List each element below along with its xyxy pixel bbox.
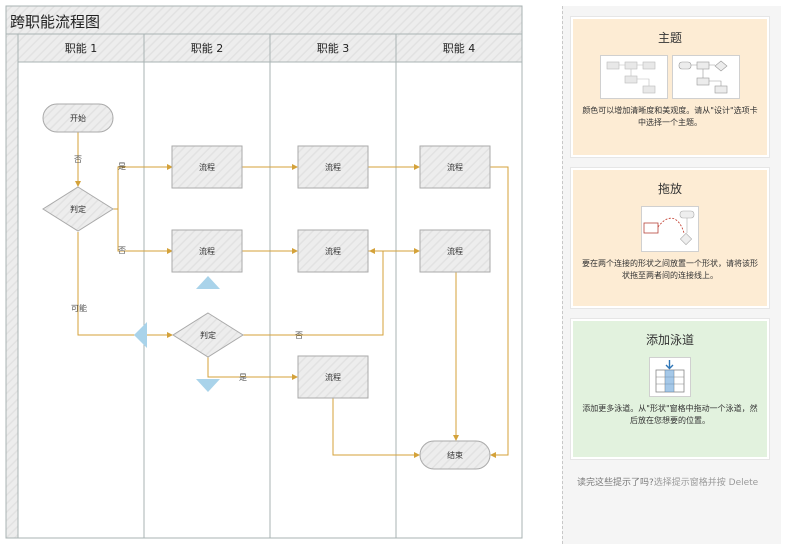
end-node[interactable] [419,440,491,470]
tip-card-lane[interactable]: 添加泳道 添加更多泳道。从"形状"窗格中拖动一个泳道，然后放在您想要的位置。 [571,319,769,459]
cross-functional-flowchart: 跨职能流程图 职能 1 职能 2 职能 3 职能 4 否 是 否 可能 否 是 … [5,5,523,539]
decision-node-2[interactable] [172,312,244,358]
edge-label-maybe: 可能 [71,303,87,313]
lane-header-2[interactable]: 职能 2 [191,41,224,55]
process-node-6[interactable] [419,229,491,273]
tip-card-lane-text: 添加更多泳道。从"形状"窗格中拖动一个泳道，然后放在您想要的位置。 [582,404,758,425]
tip-card-drag-title: 拖放 [657,182,682,196]
tips-pane[interactable]: 主题 [562,6,781,544]
tip-card-theme[interactable]: 主题 [571,17,769,157]
process-node-4[interactable] [171,229,243,273]
process-node-3-label: 流程 [447,162,463,172]
start-node-label: 开始 [70,113,86,123]
pool-left-strip [5,33,19,539]
process-node-2[interactable] [297,145,369,189]
lane-header-1[interactable]: 职能 1 [65,41,98,55]
theme-thumbnail-icon [672,55,740,99]
process-node-7[interactable] [297,355,369,399]
connector-p7-end[interactable] [332,398,420,458]
process-node-5[interactable] [297,229,369,273]
drag-illustration [573,206,767,252]
edge-label-no-top: 否 [74,155,82,164]
theme-thumbnails [573,55,767,99]
process-node-2-label: 流程 [325,162,341,172]
end-node-label: 结束 [447,450,463,460]
process-node-1-label: 流程 [199,162,215,172]
decision-node-1[interactable] [42,186,114,232]
drop-arrow-left[interactable] [134,322,147,348]
connector-d2-p5[interactable] [242,248,384,336]
tip-card-drag[interactable]: 拖放 要在两个连接的形状之间放置一个形状，请将该形状拖至两者间的连接线上。 [571,168,769,308]
connector-d2-p7[interactable] [207,357,298,380]
edge-label-yes-d2: 是 [239,373,247,382]
decision-node-2-label: 判定 [200,330,216,340]
tip-card-theme-text: 颜色可以增加清晰度和美观度。请从"设计"选项卡中选择一个主题。 [582,106,758,127]
process-node-4-label: 流程 [199,246,215,256]
process-node-7-label: 流程 [325,372,341,382]
process-node-3[interactable] [419,145,491,189]
lane-illustration [573,357,767,397]
tips-footer-text: 选择提示窗格并按 Delete [653,478,759,488]
tip-card-drag-text: 要在两个连接的形状之间放置一个形状，请将该形状拖至两者间的连接线上。 [582,259,758,280]
edge-label-no: 否 [118,246,126,255]
start-node[interactable] [42,103,114,133]
decision-node-1-label: 判定 [70,204,86,214]
drag-drop-icon [641,206,699,252]
theme-thumbnail-icon [600,55,668,99]
edge-label-no-d2: 否 [295,331,303,340]
connectors [75,132,509,458]
edge-label-yes: 是 [118,162,126,171]
add-swimlane-icon [649,357,691,397]
tips-footer: 读完这些提示了吗?选择提示窗格并按 Delete [577,476,767,490]
drop-arrow-down[interactable] [196,379,220,392]
process-node-6-label: 流程 [447,246,463,256]
drop-arrow-up[interactable] [196,276,220,289]
pool-title-band [5,5,523,35]
connector-p3-end[interactable] [490,166,509,458]
lane-header-3[interactable]: 职能 3 [317,41,350,55]
process-node-5-label: 流程 [325,246,341,256]
process-node-1[interactable] [171,145,243,189]
tips-footer-prefix: 读完这些提示了吗? [577,478,654,488]
pool-title[interactable]: 跨职能流程图 [10,13,100,31]
lane-header-4[interactable]: 职能 4 [443,41,476,55]
connector-d1-p4[interactable] [112,208,173,254]
tip-card-lane-title: 添加泳道 [645,333,694,347]
tip-card-theme-title: 主题 [657,31,682,45]
